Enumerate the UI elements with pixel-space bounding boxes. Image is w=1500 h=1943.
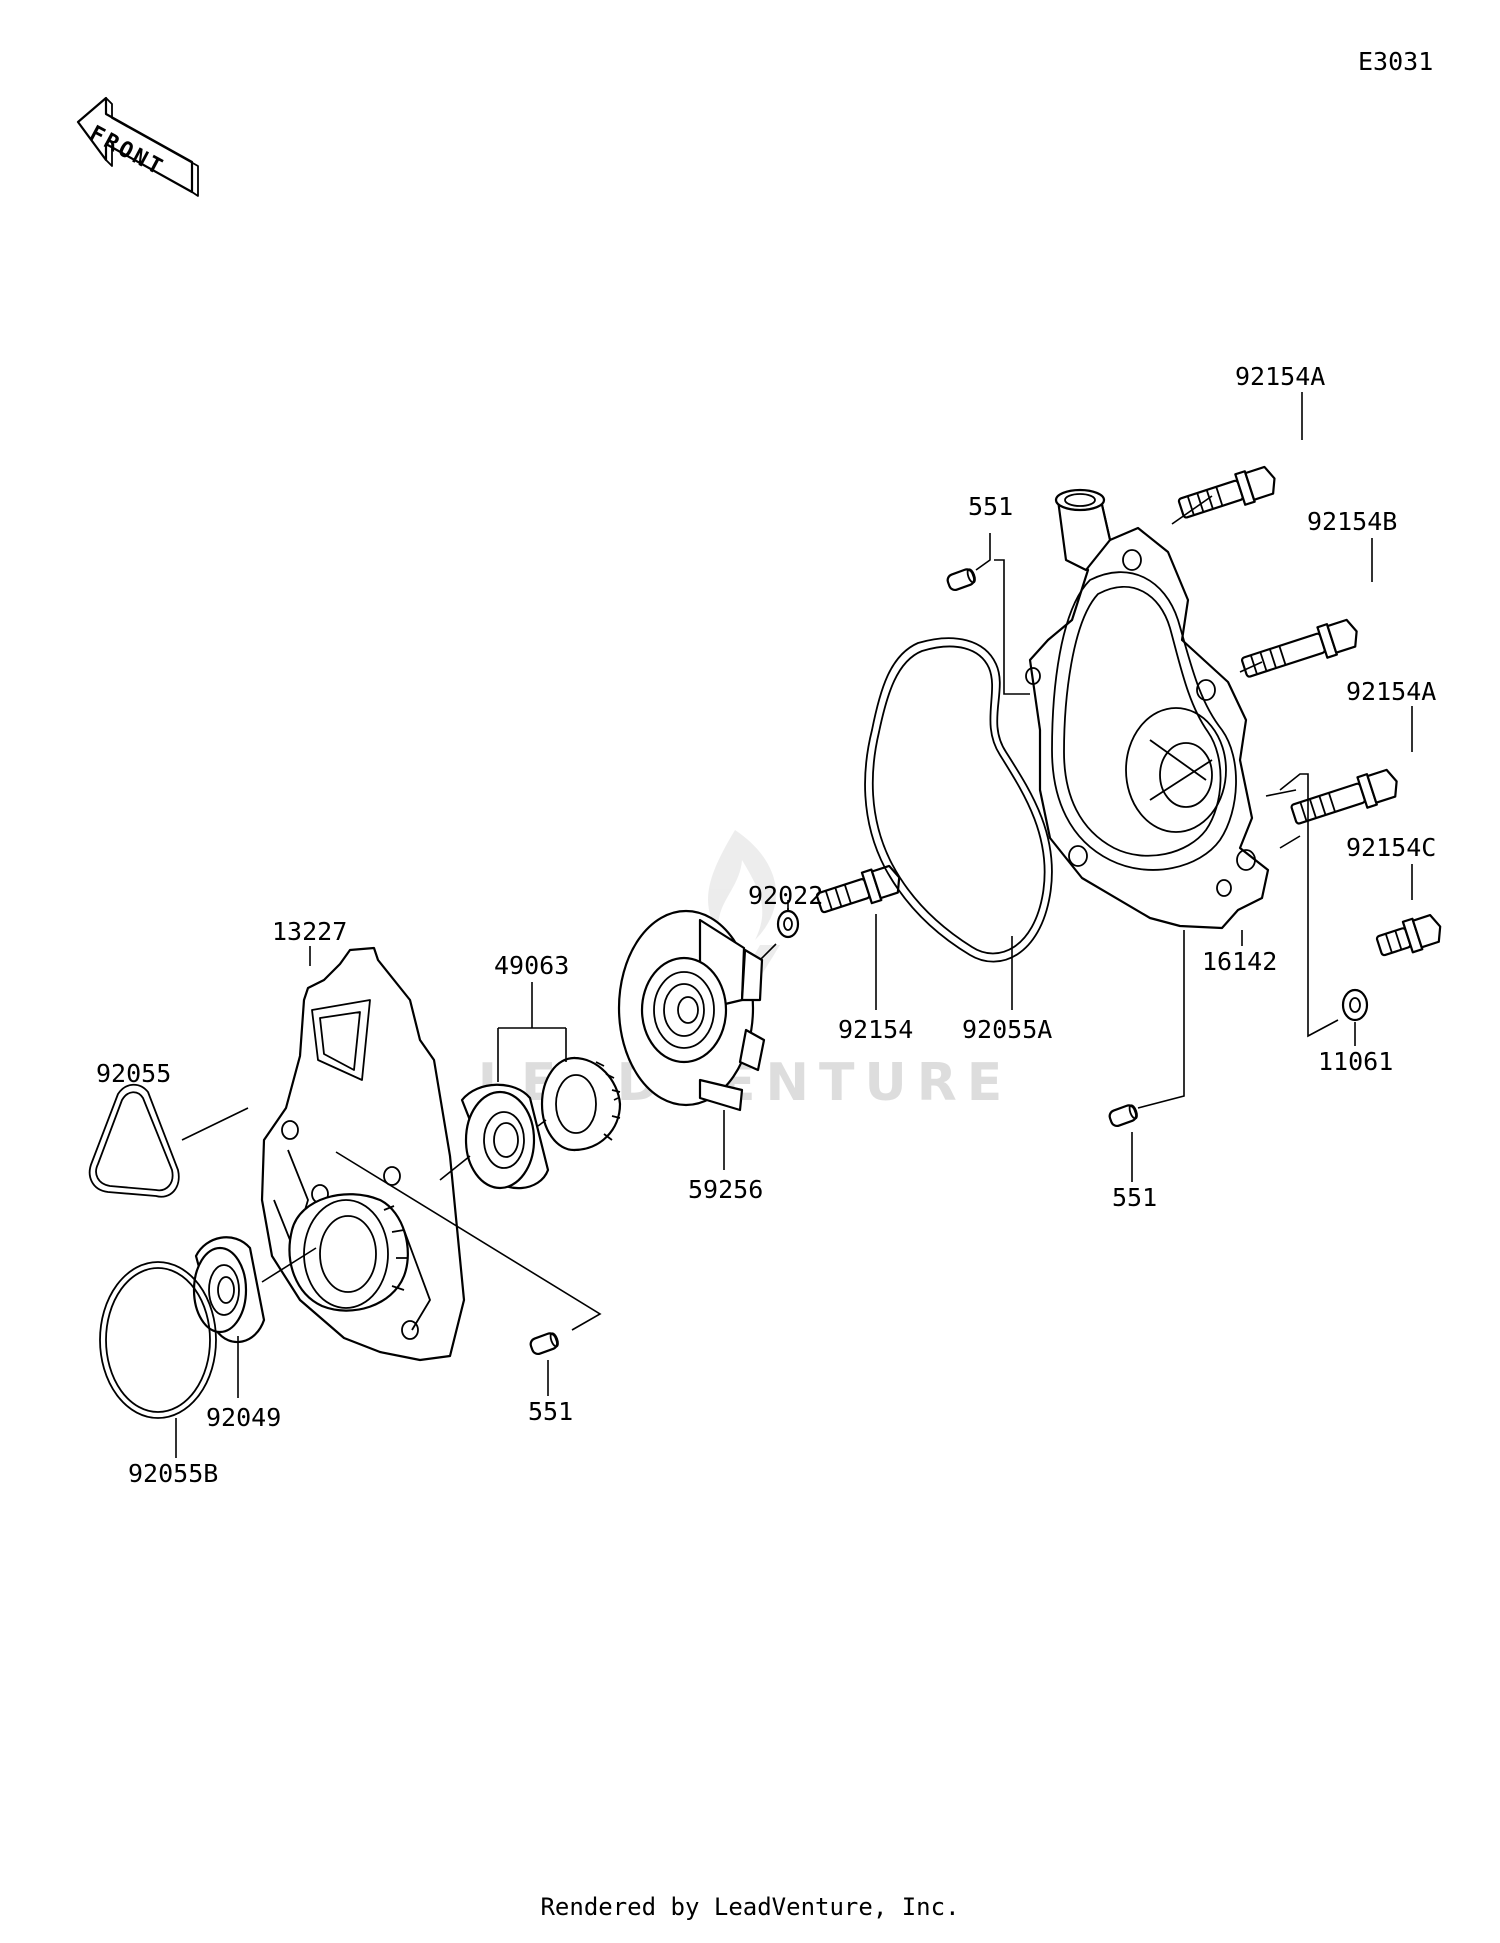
part-label: 92022 bbox=[748, 881, 823, 910]
dowel-pin-551-top-icon bbox=[946, 568, 976, 592]
part-label: 92154A bbox=[1346, 677, 1436, 706]
part-label: 92154B bbox=[1307, 507, 1397, 536]
dowel-pin-551-bottom-icon bbox=[529, 1332, 559, 1356]
front-arrow-icon: FRONT bbox=[76, 96, 199, 197]
gasket-92055a-icon bbox=[864, 637, 1053, 963]
leader-lines bbox=[175, 392, 1413, 1458]
part-label: 92055B bbox=[128, 1459, 218, 1488]
part-label: 49063 bbox=[494, 951, 569, 980]
seal-ring-49063-icon bbox=[540, 1056, 622, 1152]
bolt-92154a-mid-icon bbox=[1290, 768, 1398, 825]
o-ring-92055b-icon bbox=[99, 1261, 217, 1419]
part-label: 13227 bbox=[272, 917, 347, 946]
o-ring-92055-icon bbox=[88, 1083, 180, 1198]
part-labels: 92154A 551 92154B 92154A 92154C 92022 13… bbox=[96, 362, 1436, 1488]
impeller-59256-icon bbox=[617, 909, 766, 1112]
part-label: 551 bbox=[968, 492, 1013, 521]
diagram-code: E3031 bbox=[1358, 47, 1433, 76]
part-label: 11061 bbox=[1318, 1047, 1393, 1076]
part-label: 92154 bbox=[838, 1015, 913, 1044]
mech-seal-49063-icon bbox=[460, 1083, 550, 1190]
oil-seal-92049-icon bbox=[192, 1236, 266, 1344]
part-label: 92055 bbox=[96, 1059, 171, 1088]
part-label: 551 bbox=[1112, 1183, 1157, 1212]
part-label: 551 bbox=[528, 1397, 573, 1426]
washer-11061-icon bbox=[1341, 988, 1369, 1022]
footer-credit: Rendered by LeadVenture, Inc. bbox=[540, 1893, 959, 1921]
bolt-92154c-icon bbox=[1375, 914, 1442, 957]
part-label: 92049 bbox=[206, 1403, 281, 1432]
dowel-pin-551-right-icon bbox=[1108, 1104, 1138, 1128]
part-label: 92154C bbox=[1346, 833, 1436, 862]
pump-body-13227-icon bbox=[260, 946, 466, 1362]
part-label: 92154A bbox=[1235, 362, 1325, 391]
bolt-92154a-top-icon bbox=[1177, 465, 1276, 519]
watermark-flame-icon bbox=[708, 830, 777, 940]
bolt-92154b-icon bbox=[1240, 618, 1358, 678]
part-label: 16142 bbox=[1202, 947, 1277, 976]
bolt-92154-icon bbox=[815, 864, 901, 914]
washer-92022-icon bbox=[776, 909, 800, 939]
part-label: 59256 bbox=[688, 1175, 763, 1204]
part-label: 92055A bbox=[962, 1015, 1052, 1044]
pump-cover-16142-icon bbox=[1025, 488, 1270, 930]
